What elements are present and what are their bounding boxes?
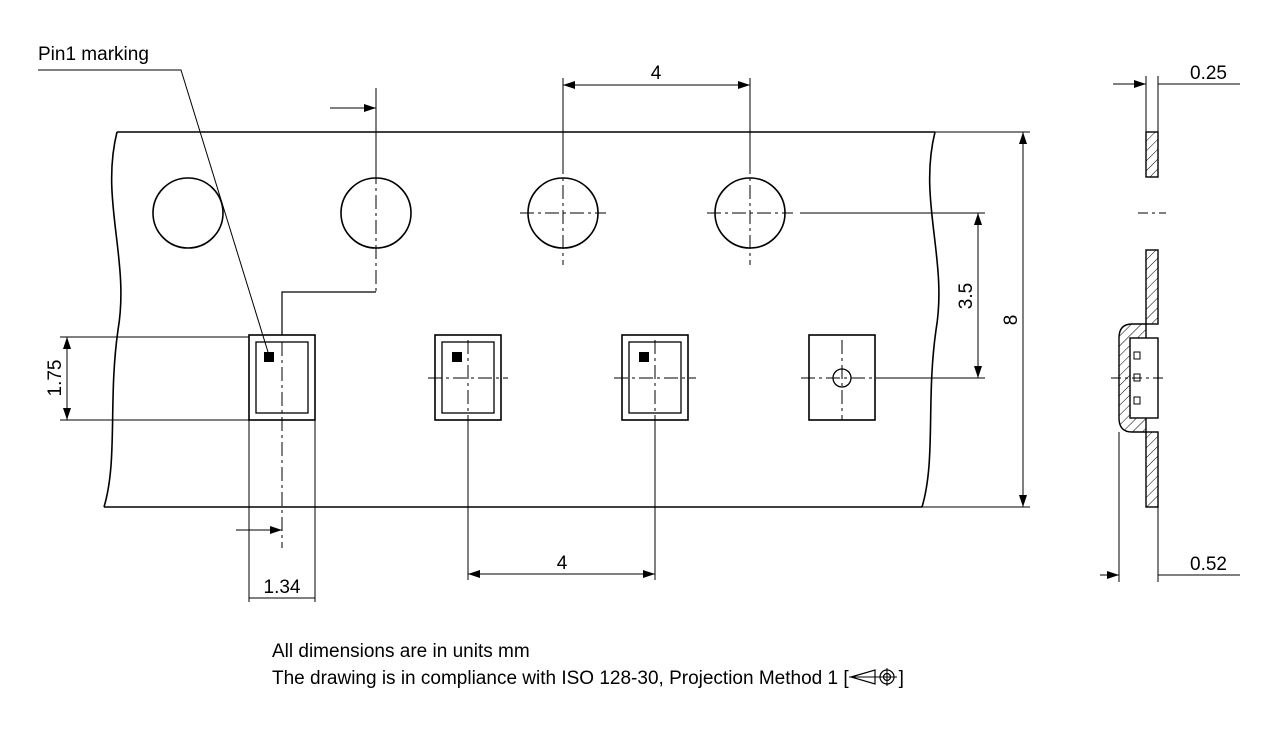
note-projection-close: ] bbox=[898, 668, 904, 689]
sprocket-holes bbox=[152, 177, 786, 249]
label-hole-pitch: 4 bbox=[651, 63, 662, 84]
dimension-lines bbox=[63, 81, 1027, 599]
pin1-marker bbox=[452, 352, 462, 362]
pin1-leader bbox=[38, 69, 269, 353]
label-hole-to-pocket: 3.5 bbox=[956, 283, 977, 309]
label-pocket-pitch: 4 bbox=[557, 553, 568, 574]
label-pocket-offset: 1.34 bbox=[264, 577, 301, 598]
label-tape-width: 8 bbox=[1001, 315, 1022, 326]
sprocket-hole bbox=[152, 177, 224, 249]
pin1-marker bbox=[639, 352, 649, 362]
tape-outline bbox=[103, 131, 940, 508]
pocket-centerlines bbox=[281, 340, 883, 548]
note-units: All dimensions are in units mm bbox=[272, 641, 530, 662]
label-total-thickness: 0.52 bbox=[1190, 554, 1227, 575]
reference-line bbox=[281, 291, 376, 335]
label-edge-to-pocket: 1.75 bbox=[45, 360, 66, 397]
hole-centerlines bbox=[375, 160, 793, 292]
projection-method-icon bbox=[848, 668, 897, 686]
pin1-marker bbox=[264, 352, 274, 362]
note-projection: The drawing is in compliance with ISO 12… bbox=[272, 667, 904, 690]
side-view bbox=[1100, 76, 1240, 582]
label-cover-thickness: 0.25 bbox=[1190, 63, 1227, 84]
pin1-label: Pin1 marking bbox=[38, 44, 149, 65]
extension-lines bbox=[60, 78, 1030, 602]
note-projection-text: The drawing is in compliance with ISO 12… bbox=[272, 668, 849, 689]
